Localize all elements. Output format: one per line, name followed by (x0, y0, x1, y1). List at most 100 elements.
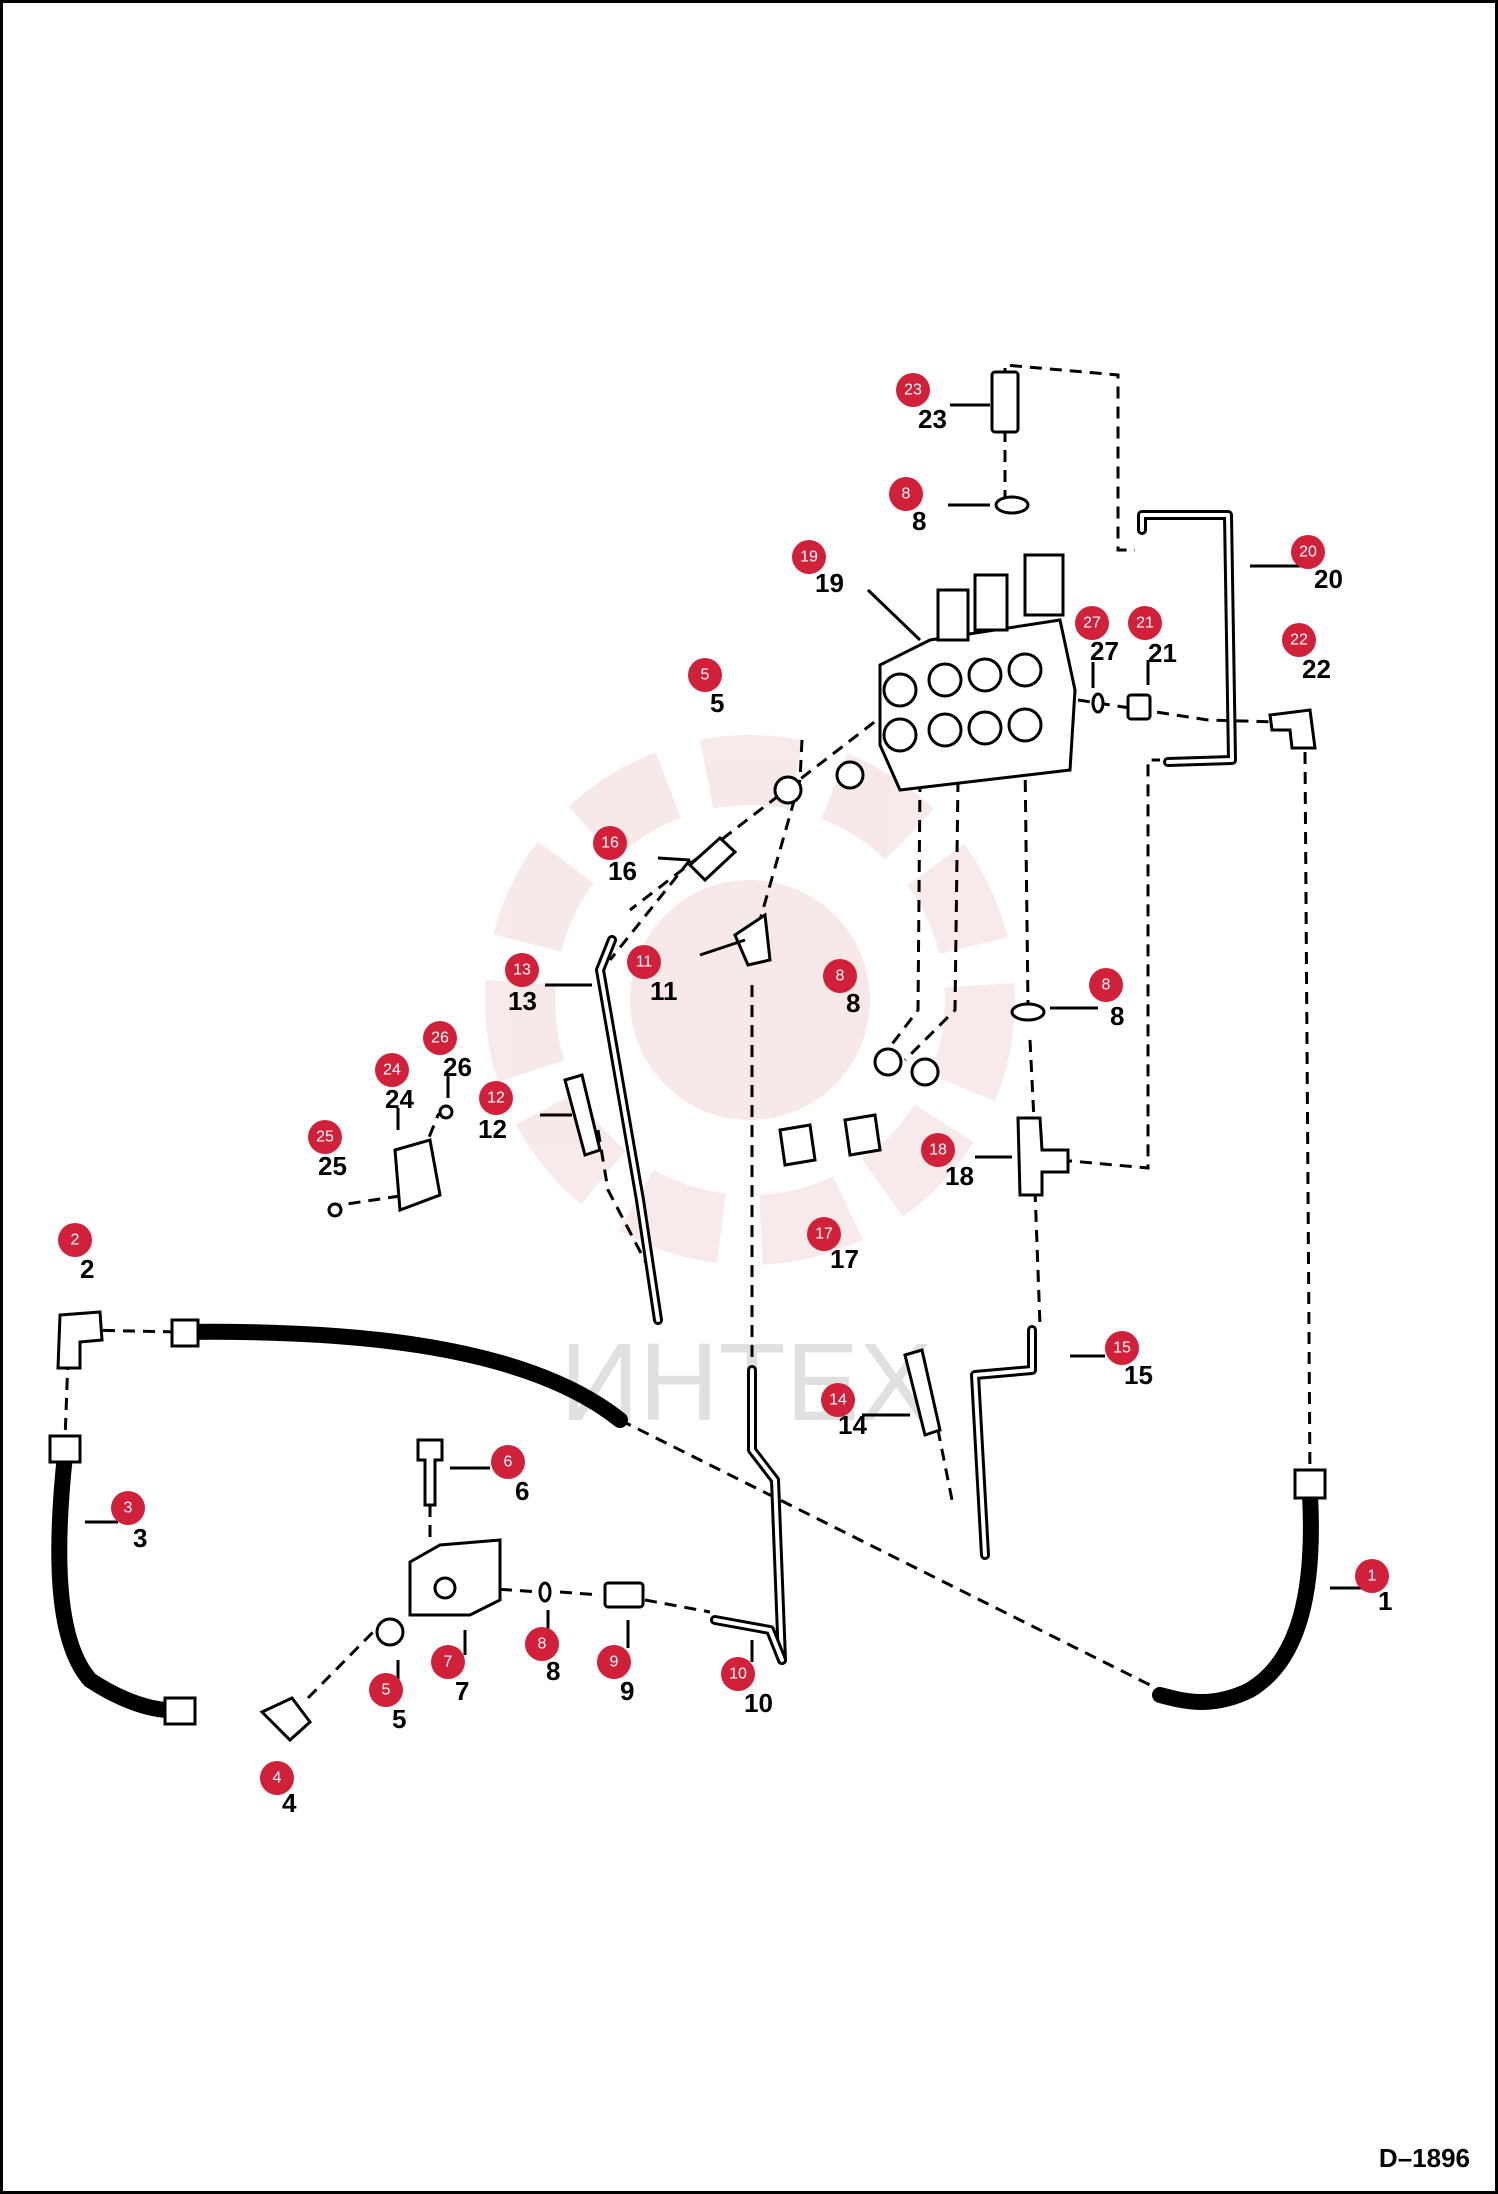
callout-badge (369, 1673, 403, 1707)
callout-badge-number: 27 (1083, 615, 1101, 632)
callout-badge (375, 1053, 409, 1087)
callout-badge-number: 14 (829, 1392, 847, 1409)
callout-2: 22 (58, 1223, 94, 1284)
callout-4: 44 (260, 1761, 297, 1818)
part-reference-number: 10 (744, 1688, 773, 1718)
callout-badge-number: 6 (504, 1454, 513, 1471)
callout-badge (1282, 623, 1316, 657)
callout-7: 77 (431, 1630, 469, 1706)
drawing-code: D–1896 (1378, 2143, 1470, 2173)
part-reference-number: 22 (1302, 654, 1331, 684)
part-reference-number: 11 (650, 976, 678, 1006)
part-reference-number: 26 (443, 1052, 472, 1082)
callout-badge (823, 959, 857, 993)
callout-badge (525, 1627, 559, 1661)
callout-badge (111, 1491, 145, 1525)
callout-badge-number: 20 (1299, 544, 1317, 561)
callout-badge-number: 12 (487, 1090, 505, 1107)
part-reference-number: 6 (515, 1476, 529, 1506)
callout-9: 99 (597, 1620, 634, 1706)
callout-badge-number: 17 (815, 1226, 833, 1243)
part-reference-number: 16 (608, 856, 637, 886)
control-valve (878, 553, 1077, 792)
callout-8: 88 (1050, 968, 1124, 1031)
callout-5: 55 (369, 1660, 406, 1734)
callout-badge (1128, 606, 1162, 640)
callout-1: 11 (1330, 1559, 1392, 1616)
callout-badge-number: 5 (382, 1682, 391, 1699)
part-reference-number: 20 (1314, 564, 1343, 594)
callout-8: 88 (889, 477, 990, 536)
callout-badge-number: 8 (538, 1636, 547, 1653)
callout-badge (505, 953, 539, 987)
callout-badge (597, 1645, 631, 1679)
callout-badge-number: 9 (610, 1654, 619, 1671)
callout-badge (721, 1657, 755, 1691)
callout-badge-number: 16 (601, 835, 619, 852)
part-reference-number: 24 (385, 1084, 414, 1114)
callout-badge (1075, 606, 1109, 640)
callout-8: 88 (525, 1610, 560, 1686)
part-reference-number: 8 (1110, 1001, 1124, 1031)
callout-badge (308, 1120, 342, 1154)
callout-badge (593, 826, 627, 860)
callout-badge-number: 25 (316, 1129, 334, 1146)
callout-badge-number: 11 (636, 954, 653, 971)
part-reference-number: 8 (912, 506, 926, 536)
parts (56, 370, 1317, 1743)
callout-8: 88 (823, 959, 860, 1018)
callout-badge-number: 8 (902, 486, 911, 503)
callout-badge (491, 1445, 525, 1479)
callout-badge-number: 3 (124, 1500, 133, 1517)
callout-badge (807, 1217, 841, 1251)
callout-badge (431, 1645, 465, 1679)
callout-badge-number: 21 (1136, 615, 1154, 632)
watermark-logo (485, 735, 1015, 1265)
callout-badge (479, 1081, 513, 1115)
callout-6: 66 (450, 1445, 529, 1506)
callout-badge (1105, 1331, 1139, 1365)
part-reference-number: 8 (546, 1656, 560, 1686)
callout-badge-number: 19 (800, 549, 818, 566)
callout-badge-number: 23 (904, 382, 922, 399)
part-reference-number: 25 (318, 1151, 347, 1181)
callout-badge-number: 10 (729, 1666, 747, 1683)
callout-layer: 1122334455556677888888889910101111121213… (58, 373, 1392, 1818)
callout-badge-number: 8 (1102, 977, 1111, 994)
part-reference-number: 18 (945, 1161, 974, 1191)
part-reference-number: 21 (1148, 638, 1177, 668)
part-reference-number: 23 (918, 404, 947, 434)
part-reference-number: 13 (508, 986, 537, 1016)
callout-badge (792, 540, 826, 574)
callout-badge (821, 1383, 855, 1417)
callout-badge (627, 945, 661, 979)
callout-badge (260, 1761, 294, 1795)
leader-line (866, 588, 922, 642)
part-reference-number: 27 (1090, 636, 1119, 666)
callout-badge (688, 658, 722, 692)
callout-badge (58, 1223, 92, 1257)
callout-badge-number: 7 (444, 1654, 453, 1671)
callout-badge (896, 373, 930, 407)
tubes (595, 510, 1237, 1665)
part-reference-number: 5 (710, 688, 724, 718)
callout-badge-number: 26 (431, 1030, 449, 1047)
part-reference-number: 19 (815, 568, 844, 598)
callout-badge-number: 13 (513, 962, 531, 979)
part-reference-number: 5 (392, 1704, 406, 1734)
callout-badge-number: 1 (1368, 1568, 1377, 1585)
callout-badge (921, 1133, 955, 1167)
